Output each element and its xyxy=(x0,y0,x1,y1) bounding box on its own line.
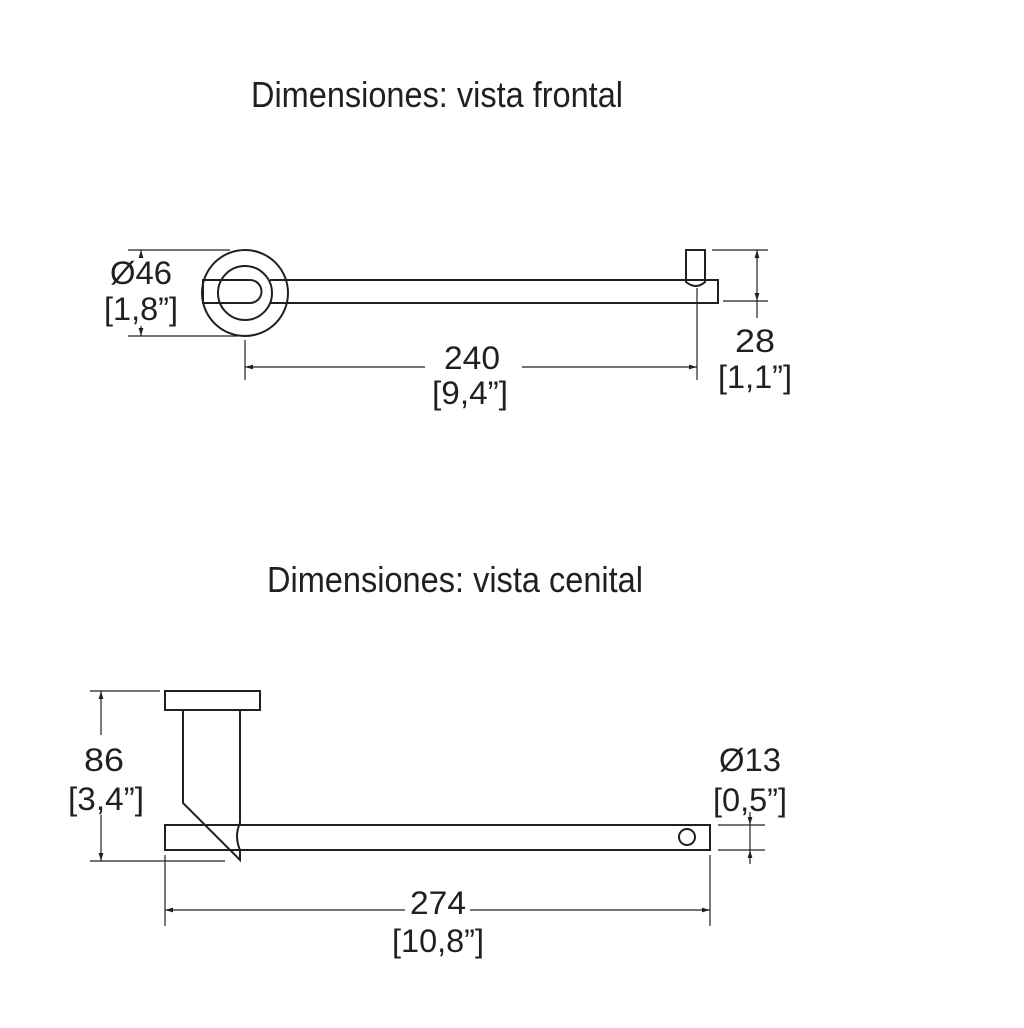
depth-dimension: 86 [3,4”] xyxy=(68,690,225,862)
diameter-inches: [1,8”] xyxy=(104,291,178,327)
top-view-title: Dimensiones: vista cenital xyxy=(267,559,643,600)
total-length-inches: [10,8”] xyxy=(392,923,484,959)
towel-bar xyxy=(164,824,711,851)
depth-inches: [3,4”] xyxy=(68,781,144,817)
total-length-label: 274 xyxy=(410,885,466,921)
front-view-title: Dimensiones: vista frontal xyxy=(251,74,623,115)
front-view-part xyxy=(201,249,719,337)
rosette-inner xyxy=(217,265,273,321)
total-length-dimension: 274 [10,8”] xyxy=(164,855,711,959)
diameter-label: Ø46 xyxy=(110,255,172,291)
length-inches: [9,4”] xyxy=(432,375,508,411)
height-label: 28 xyxy=(735,323,775,359)
bar-end-stub xyxy=(202,279,263,304)
depth-label: 86 xyxy=(84,742,124,778)
length-dimension: 240 [9,4”] xyxy=(244,288,698,411)
top-view: Dimensiones: vista cenital 86 [3,4”] Ø13… xyxy=(68,559,787,959)
diameter-dimension: Ø46 [1,8”] xyxy=(104,249,238,337)
rosette xyxy=(164,690,261,711)
height-dimension: 28 [1,1”] xyxy=(712,249,792,395)
top-view-part xyxy=(164,690,711,863)
bar-end-hole xyxy=(678,828,696,846)
length-label: 240 xyxy=(444,340,500,376)
bar-hook xyxy=(685,249,706,287)
support-arm xyxy=(182,710,241,863)
towel-bar xyxy=(270,279,719,304)
bar-diameter-label: Ø13 xyxy=(719,742,781,778)
bar-diameter-dimension: Ø13 [0,5”] xyxy=(713,742,787,864)
bar-diameter-inches: [0,5”] xyxy=(713,782,787,818)
rosette-outer xyxy=(201,249,289,337)
height-inches: [1,1”] xyxy=(718,359,792,395)
front-view: Dimensiones: vista frontal Ø46 [1,8”] 24… xyxy=(104,74,792,411)
